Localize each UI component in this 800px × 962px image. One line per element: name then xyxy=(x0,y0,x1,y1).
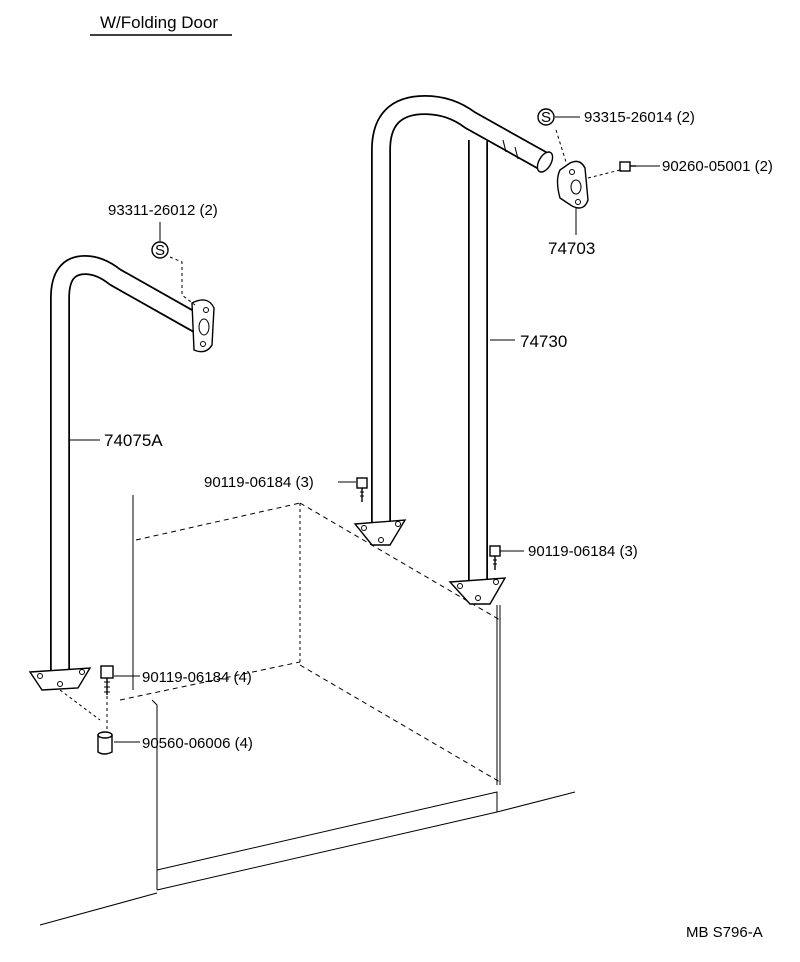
spacer-90560-icon xyxy=(97,731,140,755)
bracket-74703 xyxy=(555,129,621,235)
label-93315-26014: 93315-26014 (2) xyxy=(584,109,695,126)
label-90260-05001: 90260-05001 (2) xyxy=(662,158,773,175)
label-74730: 74730 xyxy=(520,332,567,351)
handrail-74730 xyxy=(353,95,554,605)
diagram-title: W/Folding Door xyxy=(100,13,218,32)
screw-symbol-left: S xyxy=(151,222,196,306)
label-74075a: 74075A xyxy=(104,431,163,450)
label-90119-06184-left: 90119-06184 (4) xyxy=(142,669,252,686)
label-93311-26012: 93311-26012 (2) xyxy=(108,202,218,219)
step-well-outline xyxy=(39,495,576,926)
label-90119-06184-mid: 90119-06184 (3) xyxy=(204,474,314,491)
label-90119-06184-right: 90119-06184 (3) xyxy=(528,543,638,560)
svg-text:S: S xyxy=(541,109,551,126)
bolt-right-icon xyxy=(489,545,524,570)
label-74703: 74703 xyxy=(548,239,595,258)
screw-symbol-right: S xyxy=(537,108,580,126)
svg-text:S: S xyxy=(155,242,165,259)
diagram-code: MB S796-A xyxy=(686,924,763,941)
bolt-90260-icon xyxy=(619,161,660,172)
bolt-mid-icon xyxy=(338,477,368,502)
handrail-74075a xyxy=(28,255,215,691)
label-90560-06006: 90560-06006 (4) xyxy=(142,735,253,752)
bolt-left-icon xyxy=(59,665,140,730)
